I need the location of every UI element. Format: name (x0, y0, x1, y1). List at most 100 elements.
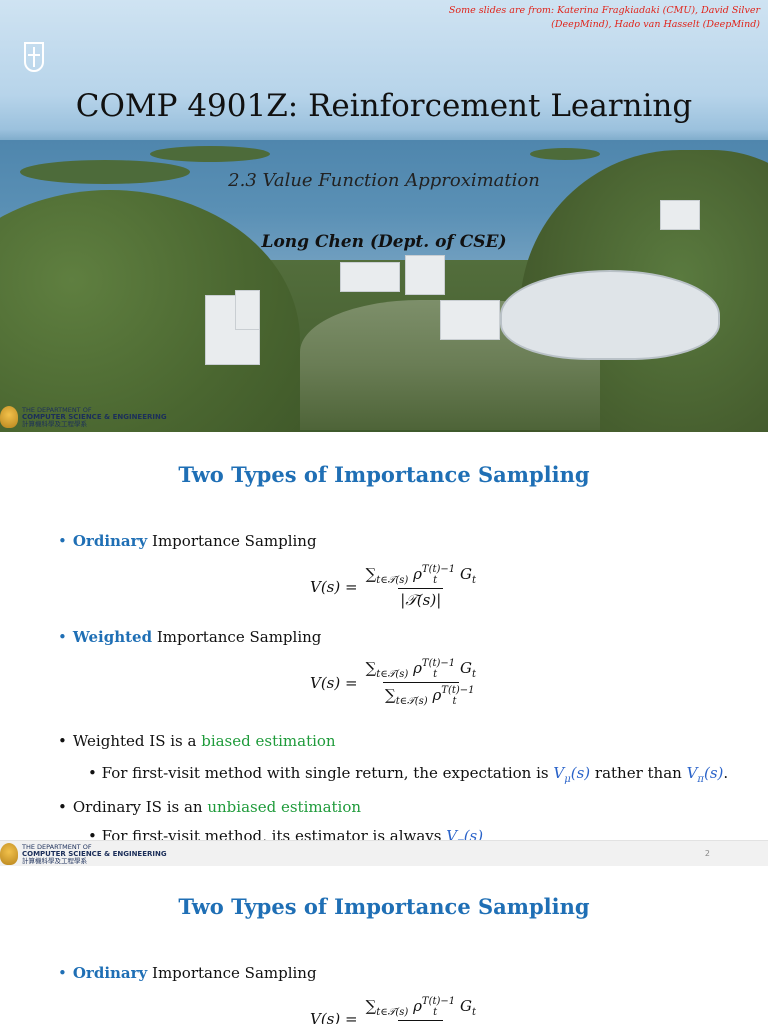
rho-subscript: t (433, 1007, 438, 1018)
logo-text-bold: COMPUTER SCIENCE & ENGINEERING (22, 412, 167, 421)
bullet-text: Ordinary IS is an (72, 798, 208, 816)
credits: Some slides are from: Katerina Fragkiada… (360, 4, 760, 32)
department-logo: THE DEPARTMENT OF COMPUTER SCIENCE & ENG… (0, 841, 167, 867)
bullet-weighted-biased: •Weighted IS is a biased estimation (58, 732, 336, 750)
math-subscript: π (697, 774, 704, 785)
formula-ordinary: V(s) = ∑t∈𝒯(s) ρT(t)−1t Gt |𝒯(s)| (310, 996, 478, 1024)
bullet-ordinary: •Ordinary Importance Sampling (58, 532, 317, 550)
formula-lhs: V(s) = (310, 1009, 358, 1024)
logo-text: COMPUTER SCIENCE & ENGINEERING (22, 849, 167, 858)
logo-text: THE DEPARTMENT OF (22, 842, 92, 851)
bullet-weighted: •Weighted Importance Sampling (58, 628, 321, 646)
campus-dome (500, 270, 720, 360)
g-symbol: G (455, 997, 472, 1015)
logo-text: 計算機科學及工程學系 (22, 419, 87, 428)
building-shape (440, 300, 500, 340)
rho-superscript: T(t)−1 (441, 685, 475, 696)
fraction-numerator: ∑t∈𝒯(s) ρT(t)−1t Gt (364, 658, 478, 682)
math-symbol: V (446, 827, 458, 845)
island-shape (150, 146, 270, 162)
rho-superscript: T(t)−1 (421, 564, 456, 575)
island-shape (530, 148, 600, 160)
fraction: ∑t∈𝒯(s) ρT(t)−1t Gt |𝒯(s)| (364, 564, 478, 609)
g-subscript: t (471, 669, 476, 680)
fraction: ∑t∈𝒯(s) ρT(t)−1t Gt ∑t∈𝒯(s) ρT(t)−1t (364, 658, 478, 707)
math-symbol: V (686, 764, 698, 782)
bullet-dot-icon: • (88, 764, 102, 782)
logo-text: THE DEPARTMENT OF (22, 405, 92, 414)
rho-subscript: t (452, 696, 457, 707)
department-logo: THE DEPARTMENT OF COMPUTER SCIENCE & ENG… (0, 404, 167, 430)
rho-superscript: T(t)−1 (421, 658, 456, 669)
math-argument: (s) (704, 764, 724, 782)
sub-bullet-expectation: • For first-visit method with single ret… (88, 764, 728, 785)
slide-importance-sampling-repeat: Two Types of Importance Sampling • Ordina… (0, 870, 768, 1024)
sum-subscript: t∈𝒯(s) (395, 696, 428, 707)
slide-footer: THE DEPARTMENT OF COMPUTER SCIENCE & ENG… (0, 840, 768, 866)
rho-subscript: t (433, 575, 438, 586)
course-title: COMP 4901Z: Reinforcement Learning (75, 88, 693, 124)
rho-symbol: ρ (408, 997, 422, 1015)
rho-subscript: t (433, 669, 438, 680)
logo-text-bold: COMPUTER SCIENCE & ENGINEERING (22, 849, 167, 858)
building-shape (405, 255, 445, 295)
bullet-dot-icon: • (58, 532, 67, 550)
g-subscript: t (471, 1007, 476, 1018)
bullet-ordinary-unbiased: • Ordinary IS is an unbiased estimation (58, 798, 361, 816)
sum-symbol: ∑ (365, 565, 377, 583)
logo-text: 計算機科學及工程學系 (22, 856, 87, 865)
bullet-text: Importance Sampling (147, 964, 317, 982)
formula-weighted: V(s) = ∑t∈𝒯(s) ρT(t)−1t Gt ∑t∈𝒯(s) ρT(t)… (310, 658, 478, 707)
bullet-text: Weighted IS is a (72, 732, 202, 750)
fraction-denominator: |𝒯(s)| (398, 1020, 444, 1024)
department-emblem-icon (0, 843, 18, 865)
department-emblem-icon (0, 406, 18, 428)
slide-importance-sampling: Two Types of Importance Sampling •Ordina… (0, 436, 768, 868)
rho-symbol: ρ (408, 565, 422, 583)
g-symbol: G (455, 659, 472, 677)
page-number: 2 (704, 849, 710, 858)
math-symbol: V (553, 764, 565, 782)
sum-subscript: t∈𝒯(s) (376, 1007, 409, 1018)
rho-symbol: ρ (408, 659, 422, 677)
island-shape (20, 160, 190, 184)
rho-symbol: ρ (427, 686, 442, 704)
math-argument: (s) (570, 764, 591, 782)
math-subscript: μ (564, 774, 571, 785)
building-shape (205, 295, 260, 365)
lecture-subtitle: 2.3 Value Function Approximation (228, 170, 540, 191)
slide-title: Two Types of Importance Sampling (178, 894, 590, 919)
sum-subscript: t∈𝒯(s) (376, 575, 409, 586)
bullet-dot-icon: • (58, 964, 67, 982)
highlight-unbiased: unbiased estimation (207, 798, 362, 816)
sum-symbol: ∑ (365, 659, 377, 677)
fraction-numerator: ∑t∈𝒯(s) ρT(t)−1t Gt (364, 564, 478, 588)
math-v-mu: Vμ(s) (553, 764, 591, 785)
logo-text: COMPUTER SCIENCE & ENGINEERING (22, 412, 167, 421)
bullet-text: Importance Sampling (147, 532, 317, 550)
keyword-ordinary: Ordinary (72, 964, 148, 982)
author: Long Chen (Dept. of CSE) (261, 232, 507, 252)
bullet-dot-icon: • (88, 827, 102, 845)
bullet-text: Importance Sampling (152, 628, 322, 646)
building-shape (340, 262, 400, 292)
bullet-dot-icon: • (58, 628, 67, 646)
bullet-dot-icon: • (58, 798, 67, 816)
math-v-pi: Vπ(s) (686, 764, 724, 785)
formula-ordinary: V(s) = ∑t∈𝒯(s) ρT(t)−1t Gt |𝒯(s)| (310, 564, 478, 609)
rho-superscript: T(t)−1 (421, 996, 456, 1007)
g-subscript: t (471, 575, 476, 586)
sum-symbol: ∑ (384, 686, 396, 704)
fraction-numerator: ∑t∈𝒯(s) ρT(t)−1t Gt (364, 996, 478, 1020)
g-symbol: G (455, 565, 472, 583)
bullet-ordinary: • Ordinary Importance Sampling (58, 964, 317, 982)
sub-bullet-text: For first-visit method with single retur… (101, 764, 554, 782)
bullet-dot-icon: • (58, 732, 67, 750)
sum-symbol: ∑ (365, 997, 377, 1015)
formula-lhs: V(s) = (310, 577, 358, 596)
fraction: ∑t∈𝒯(s) ρT(t)−1t Gt |𝒯(s)| (364, 996, 478, 1024)
sub-bullet-text: rather than (590, 764, 687, 782)
formula-lhs: V(s) = (310, 673, 358, 692)
sub-bullet-text: . (723, 764, 729, 782)
slide-title: Two Types of Importance Sampling (178, 462, 590, 487)
